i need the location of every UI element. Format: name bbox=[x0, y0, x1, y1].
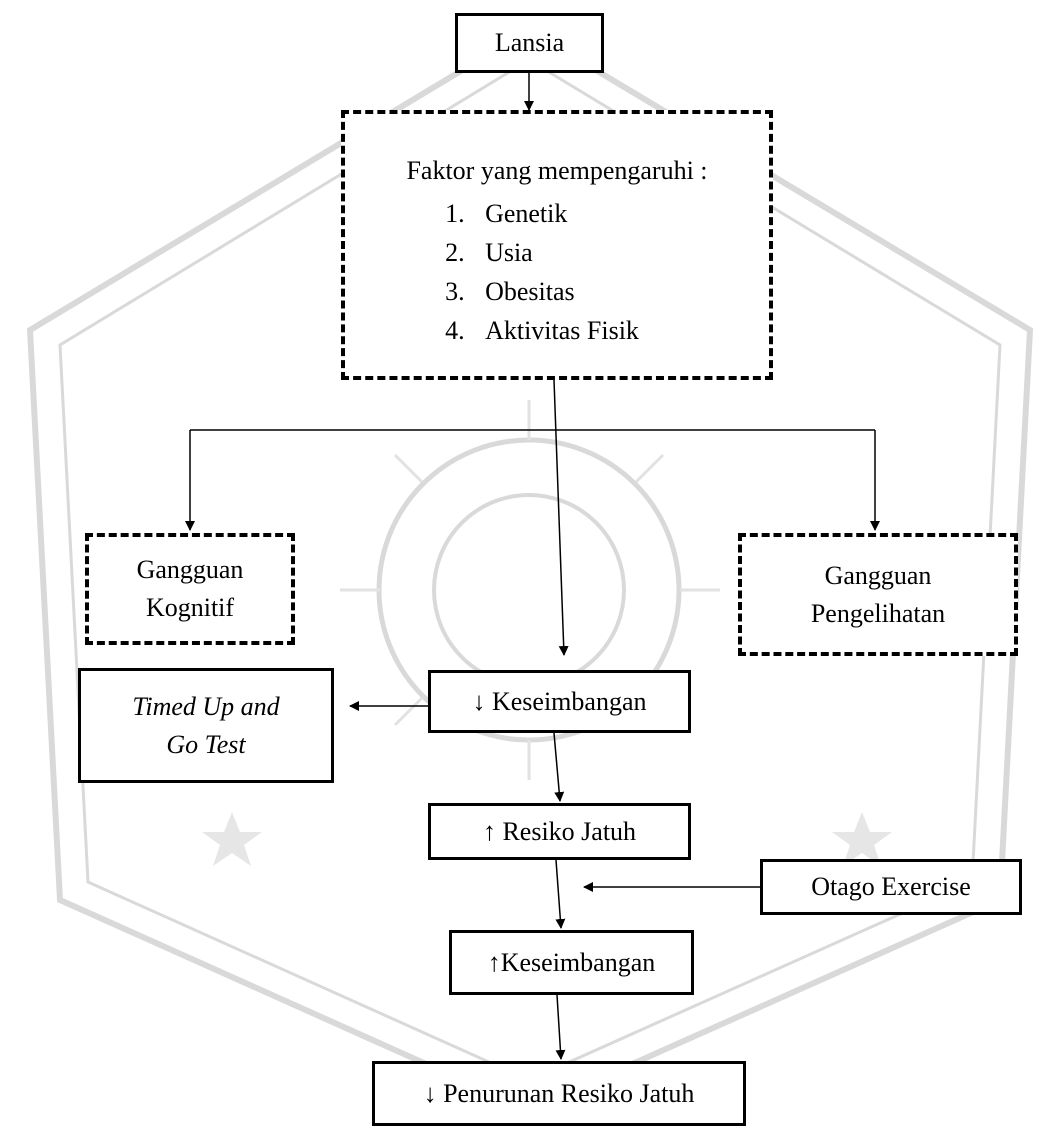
factor-item: 4. Aktivitas Fisik bbox=[445, 311, 639, 350]
factor-number: 4. bbox=[445, 316, 465, 345]
factor-label: Obesitas bbox=[485, 277, 575, 306]
otago-label: Otago Exercise bbox=[811, 872, 971, 901]
tug-line2: Go Test bbox=[166, 729, 246, 759]
node-gangguan-kognitif: Gangguan Kognitif bbox=[85, 533, 295, 645]
kognitif-line2: Kognitif bbox=[145, 593, 235, 622]
kognitif-line1: Gangguan bbox=[136, 555, 244, 584]
factor-number: 2. bbox=[445, 238, 465, 267]
factor-label: Genetik bbox=[485, 199, 568, 228]
factors-title: Faktor yang mempengaruhi : bbox=[406, 156, 708, 185]
arrow-keseimbangan-up-to-penurunan bbox=[555, 994, 566, 1060]
tug-line1: Timed Up and bbox=[132, 691, 280, 721]
arrow-resiko-to-keseimbangan-up bbox=[555, 859, 566, 929]
pengelihatan-line1: Gangguan bbox=[824, 560, 932, 590]
node-keseimbangan-meningkat: ↑Keseimbangan bbox=[449, 930, 694, 995]
arrow-factors-to-keseimbangan bbox=[553, 379, 569, 656]
node-resiko-jatuh-meningkat: ↑ Resiko Jatuh bbox=[428, 803, 691, 860]
arrow-keseimbangan-to-resiko bbox=[553, 732, 565, 802]
node-keseimbangan-menurun: ↓ Keseimbangan bbox=[428, 670, 691, 733]
factors-list: 1. Genetik 2. Usia 3. Obesitas 4. Aktivi… bbox=[445, 194, 639, 350]
node-penurunan-resiko-jatuh: ↓ Penurunan Resiko Jatuh bbox=[372, 1061, 746, 1126]
node-factors: Faktor yang mempengaruhi : 1. Genetik 2.… bbox=[341, 110, 773, 380]
factor-item: 1. Genetik bbox=[445, 194, 639, 233]
factor-item: 3. Obesitas bbox=[445, 272, 639, 311]
factor-label: Usia bbox=[485, 238, 533, 267]
factor-number: 1. bbox=[445, 199, 465, 228]
node-lansia: Lansia bbox=[455, 13, 604, 73]
factor-number: 3. bbox=[445, 277, 465, 306]
keseimbangan-down-label: ↓ Keseimbangan bbox=[472, 686, 647, 716]
pengelihatan-line2: Pengelihatan bbox=[810, 598, 946, 628]
node-lansia-label: Lansia bbox=[494, 28, 565, 57]
factor-label: Aktivitas Fisik bbox=[485, 316, 639, 345]
node-gangguan-pengelihatan: Gangguan Pengelihatan bbox=[738, 533, 1018, 656]
node-otago-exercise: Otago Exercise bbox=[760, 859, 1022, 915]
node-timed-up-and-go: Timed Up and Go Test bbox=[78, 668, 334, 783]
resiko-up-label: ↑ Resiko Jatuh bbox=[482, 816, 637, 846]
penurunan-label: ↓ Penurunan Resiko Jatuh bbox=[423, 1078, 695, 1108]
factor-item: 2. Usia bbox=[445, 233, 639, 272]
keseimbangan-up-label: ↑Keseimbangan bbox=[487, 947, 656, 977]
